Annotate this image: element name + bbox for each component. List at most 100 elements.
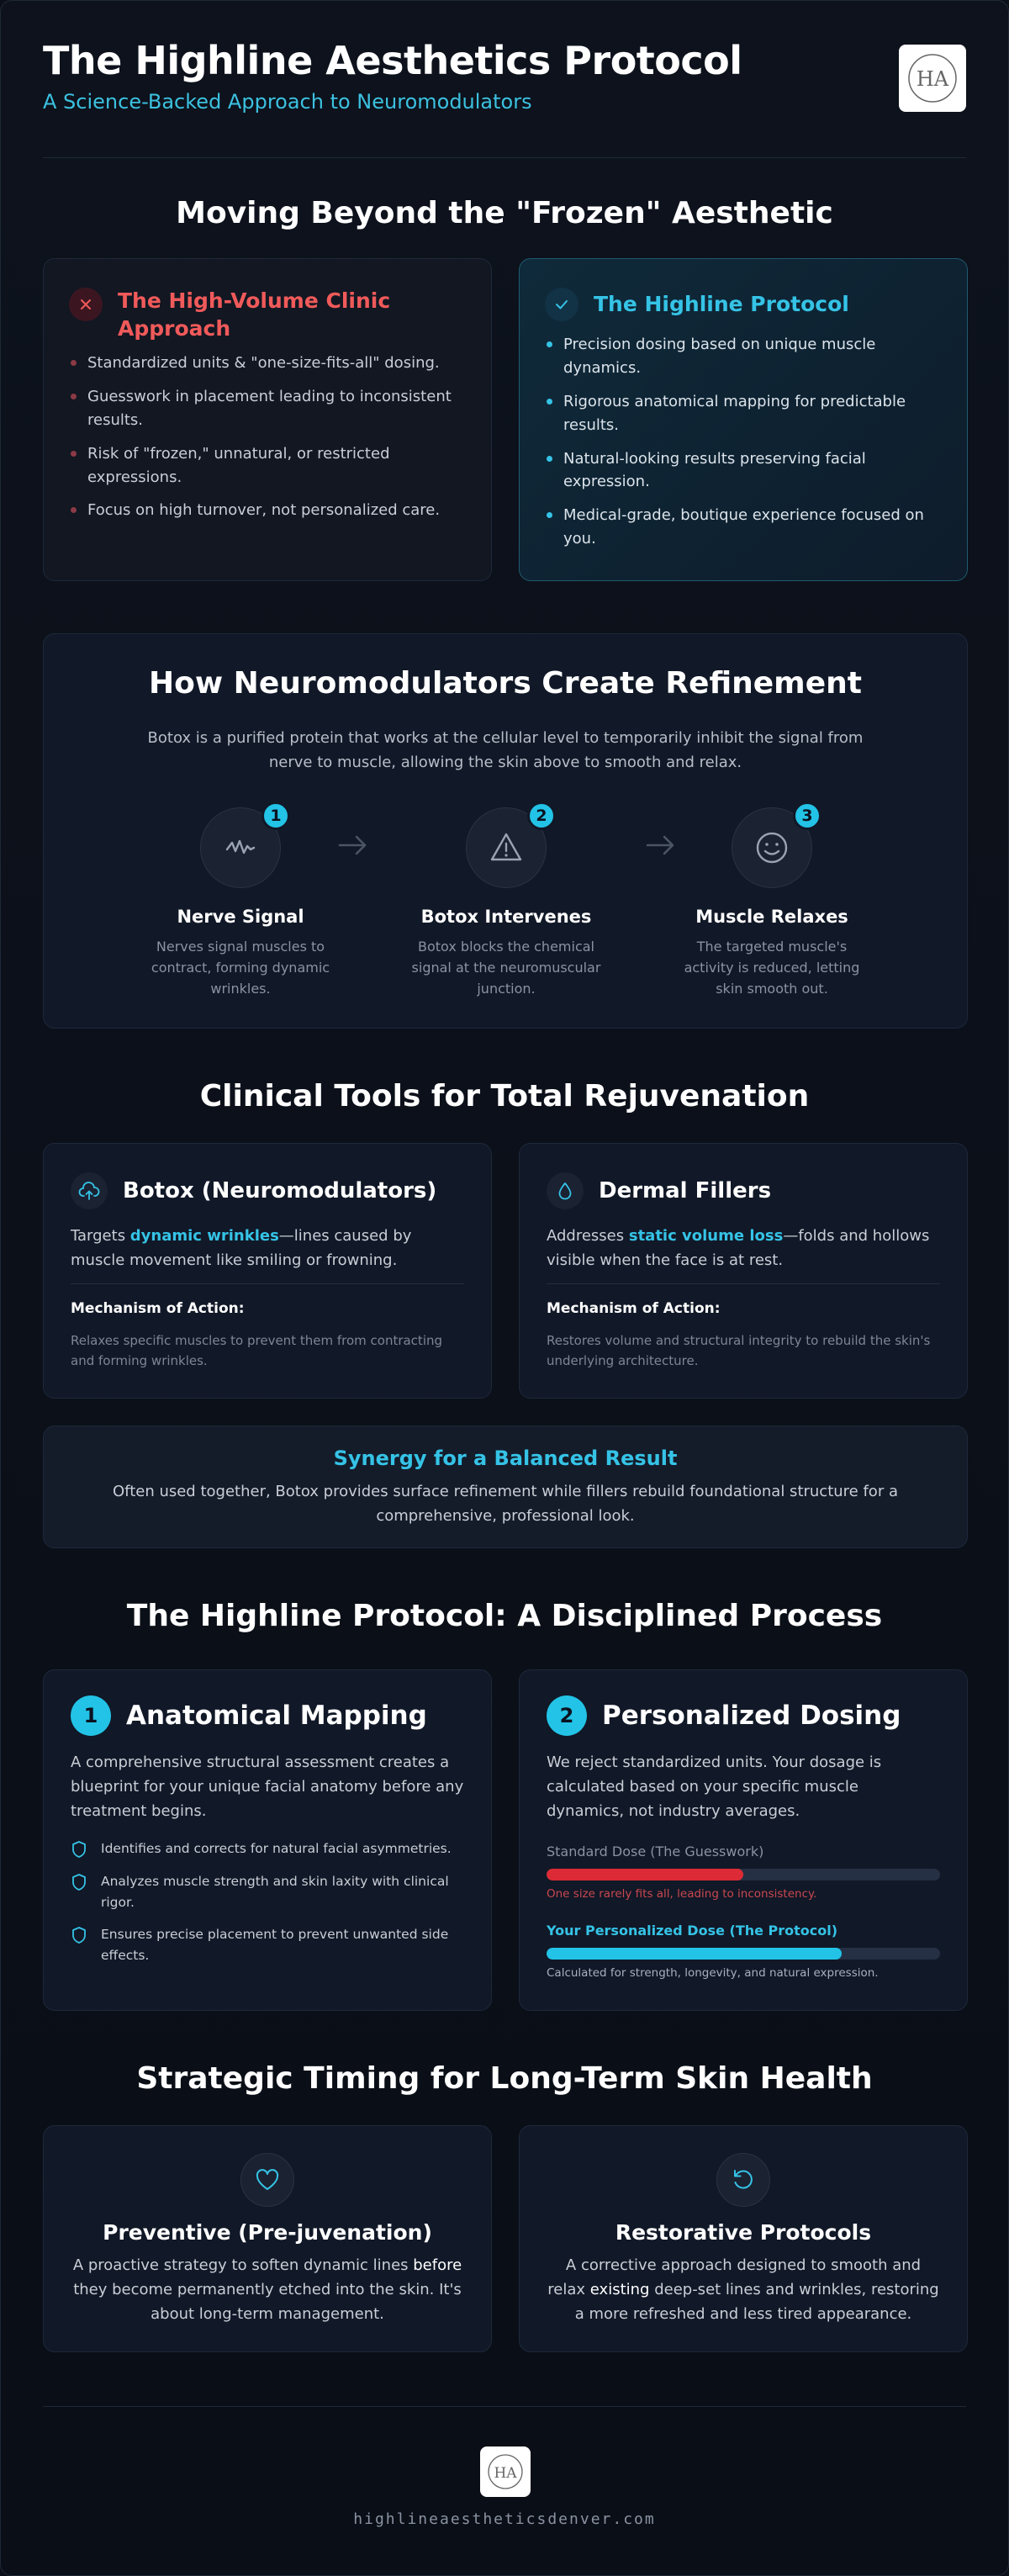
standard-dose-fill [547,1869,743,1880]
list-item: Medical-grade, boutique experience focus… [545,504,942,551]
list-item: Guesswork in placement leading to incons… [69,385,466,432]
arrow-right-icon [336,833,370,861]
mapping-list: Identifies and corrects for natural faci… [71,1838,464,1978]
list-item: Precision dosing based on unique muscle … [545,333,942,380]
divider [43,157,966,158]
warning-triangle-icon [490,833,522,861]
brand-logo: HA [899,45,966,112]
anatomical-mapping-card: 1 Anatomical Mapping A comprehensive str… [43,1669,492,2011]
footer-logo: HA [480,2446,531,2497]
check-icon [545,288,578,321]
mechanism-description: Restores volume and structural integrity… [547,1333,931,1368]
step-description: Nerves signal muscles to contract, formi… [151,939,330,997]
logo-mark-icon: HA [908,54,957,103]
step-number: 3 [793,801,821,830]
preventive-title: Preventive (Pre-juvenation) [103,2220,432,2245]
synergy-card: Synergy for a Balanced Result Often used… [43,1426,968,1548]
step-name: Botox Intervenes [420,907,592,927]
fillers-card: Dermal Fillers Addresses static volume l… [519,1143,968,1399]
process-title: The Highline Protocol: A Disciplined Pro… [126,1599,883,1633]
highline-protocol-card: The Highline Protocol Precision dosing b… [519,258,968,581]
step-name: Nerve Signal [177,907,304,927]
droplet-icon [547,1172,584,1209]
standard-dose-note: One size rarely fits all, leading to inc… [547,1887,817,1901]
step-nerve-signal: 1 Nerve Signal Nerves signal muscles to … [131,801,350,999]
mechanism-description: Relaxes specific muscles to prevent them… [71,1333,443,1368]
highline-protocol-title: The Highline Protocol [594,292,849,316]
clinic-approach-card: The High-Volume Clinic Approach Standard… [43,258,492,581]
personal-dose-bar [547,1948,940,1960]
list-item: Risk of "frozen," unnatural, or restrict… [69,442,466,489]
heart-icon [240,2153,294,2207]
step-description: Botox blocks the chemical signal at the … [411,939,601,997]
list-item: Standardized units & "one-size-fits-all"… [69,352,466,375]
list-item: Natural-looking results preserving facia… [545,447,942,495]
botox-title: Botox (Neuromodulators) [123,1178,437,1203]
mapping-description: A comprehensive structural assessment cr… [71,1753,464,1820]
how-description: Botox is a purified protein that works a… [147,729,864,771]
preventive-card: Preventive (Pre-juvenation) A proactive … [43,2125,492,2352]
step-botox-intervenes: 2 Botox Intervenes Botox blocks the chem… [397,801,615,999]
mechanism-label: Mechanism of Action: [547,1300,721,1317]
personalized-dosing-card: 2 Personalized Dosing We reject standard… [519,1669,968,2011]
refresh-icon [716,2153,770,2207]
shield-icon [72,1927,86,1944]
fillers-description: Addresses static volume loss—folds and h… [547,1227,930,1269]
cloud-upload-icon [71,1172,108,1209]
clinic-approach-title: The High-Volume Clinic Approach [118,288,391,341]
svg-text:HA: HA [494,2465,517,2482]
personal-dose-note: Calculated for strength, longevity, and … [547,1966,879,1980]
page-header: The Highline Aesthetics Protocol A Scien… [43,38,966,122]
list-item: Focus on high turnover, not personalized… [69,499,466,522]
standard-dose-bar [547,1869,940,1880]
divider [43,2406,966,2407]
arrow-right-icon [644,833,678,861]
restorative-description: A corrective approach designed to smooth… [547,2256,939,2323]
standard-dose-label: Standard Dose (The Guesswork) [547,1843,764,1859]
restorative-title: Restorative Protocols [615,2220,872,2245]
step-number: 2 [547,1695,587,1736]
close-icon [69,288,103,321]
mapping-title: Anatomical Mapping [126,1701,427,1731]
step-description: The targeted muscle's activity is reduce… [684,939,860,997]
fillers-title: Dermal Fillers [599,1178,772,1203]
synergy-description: Often used together, Botox provides surf… [113,1483,898,1525]
nerve-signal-icon [225,839,256,854]
shield-icon [72,1873,86,1891]
list-item: Identifies and corrects for natural faci… [71,1838,464,1859]
comparison-title: Moving Beyond the "Frozen" Aesthetic [176,196,833,230]
page-subtitle: A Science-Backed Approach to Neuromodula… [43,90,532,114]
logo-mark-icon: HA [488,2454,523,2489]
tools-title: Clinical Tools for Total Rejuvenation [199,1079,810,1113]
step-muscle-relaxes: 3 Muscle Relaxes The targeted muscle's a… [663,801,881,999]
personal-dose-label: Your Personalized Dose (The Protocol) [547,1923,838,1939]
list-item: Analyzes muscle strength and skin laxity… [71,1871,464,1913]
how-it-works-card: How Neuromodulators Create Refinement Bo… [43,633,968,1029]
dosing-title: Personalized Dosing [602,1701,901,1731]
mechanism-label: Mechanism of Action: [71,1300,245,1317]
clinic-approach-list: Standardized units & "one-size-fits-all"… [69,352,466,532]
list-item: Ensures precise placement to prevent unw… [71,1924,464,1966]
footer-url[interactable]: highlineaestheticsdenver.com [353,2510,656,2528]
personal-dose-fill [547,1948,842,1960]
svg-text:HA: HA [917,67,949,91]
step-number: 2 [527,801,556,830]
synergy-title: Synergy for a Balanced Result [333,1447,678,1470]
step-number: 1 [71,1695,111,1736]
dosing-description: We reject standardized units. Your dosag… [547,1753,882,1820]
highline-protocol-list: Precision dosing based on unique muscle … [545,333,942,561]
botox-card: Botox (Neuromodulators) Targets dynamic … [43,1143,492,1399]
divider [547,1283,940,1284]
timing-title: Strategic Timing for Long-Term Skin Heal… [136,2061,873,2096]
preventive-description: A proactive strategy to soften dynamic l… [72,2256,462,2323]
divider [71,1283,464,1284]
step-number: 1 [261,801,290,830]
page-title: The Highline Aesthetics Protocol [43,38,742,83]
step-name: Muscle Relaxes [695,907,848,927]
smile-icon [756,832,788,864]
restorative-card: Restorative Protocols A corrective appro… [519,2125,968,2352]
list-item: Rigorous anatomical mapping for predicta… [545,390,942,437]
shield-icon [72,1841,86,1858]
botox-description: Targets dynamic wrinkles—lines caused by… [71,1227,412,1269]
